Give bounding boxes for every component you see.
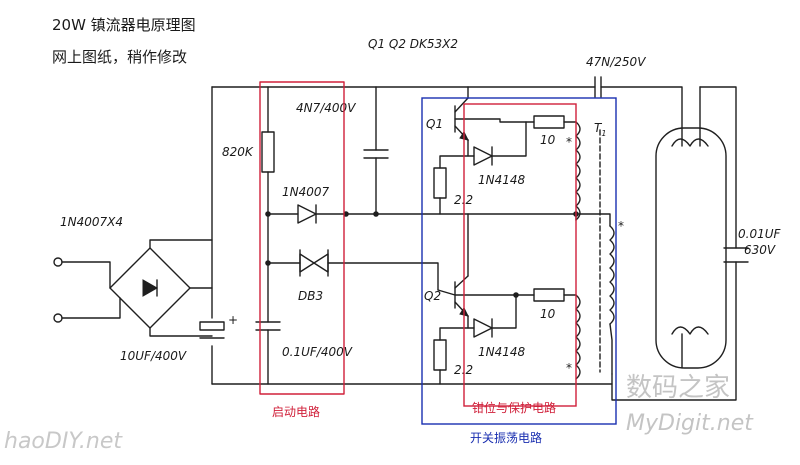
q1-base-wire bbox=[454, 118, 535, 123]
ac-input-2 bbox=[61, 297, 121, 319]
d4148-bot-wire-b bbox=[491, 294, 517, 329]
cap-001uf-label-1: 0.01UF bbox=[738, 227, 782, 241]
cap-01uf-label: 0.1UF/400V bbox=[282, 345, 353, 359]
resistor-10-bot bbox=[533, 288, 565, 302]
bridge-wire-top bbox=[149, 239, 213, 249]
d1n4007-label: 1N4007 bbox=[282, 185, 330, 199]
bottom-rail-right bbox=[611, 261, 737, 401]
resistor-22-bot bbox=[433, 339, 447, 371]
start-circuit-box bbox=[259, 81, 345, 395]
top-rail-right bbox=[600, 86, 683, 129]
d4148-top-label: 1N4148 bbox=[478, 173, 526, 187]
winding-primary bbox=[609, 225, 615, 325]
section-clamp-label: 钳位与保护电路 bbox=[472, 400, 556, 415]
resistor-22-top bbox=[433, 167, 447, 199]
bridge-wire-bottom bbox=[149, 327, 213, 337]
clamp-circuit-box bbox=[463, 103, 577, 407]
bridge-diode-icon bbox=[142, 279, 159, 297]
q2-label: Q2 bbox=[424, 289, 441, 303]
title-line-1: 20W 镇流器电原理图 bbox=[52, 16, 196, 34]
db3-diac-a bbox=[299, 253, 315, 273]
r10-bot-label: 10 bbox=[540, 307, 556, 321]
dot-mark-3: * bbox=[618, 219, 624, 233]
right-rail-top bbox=[699, 86, 737, 249]
bridge-label: 1N4007X4 bbox=[60, 215, 123, 229]
q2-emitter-wire bbox=[439, 315, 469, 341]
r820k-label: 820K bbox=[222, 145, 254, 159]
cap-4n7-label: 4N7/400V bbox=[296, 101, 356, 115]
diode-1n4148-top bbox=[473, 146, 493, 166]
q1-collector bbox=[454, 97, 469, 113]
db3-diac-b bbox=[313, 253, 329, 273]
tube-filament-top bbox=[671, 138, 709, 147]
cap-10uf-plus: + bbox=[228, 313, 238, 327]
ac-terminal-1 bbox=[53, 257, 63, 267]
oscillator-box bbox=[421, 97, 617, 425]
q2-trigger-wire bbox=[437, 289, 456, 296]
d4148-top-wire-b bbox=[491, 121, 527, 157]
cap-10uf-plate bbox=[199, 321, 225, 331]
d4148-bot-label: 1N4148 bbox=[478, 345, 526, 359]
t1-label: T1 bbox=[594, 121, 606, 138]
diode-1n4007 bbox=[297, 204, 317, 224]
q1-emitter-wire bbox=[439, 139, 469, 169]
q2-collector bbox=[454, 275, 469, 289]
watermark-left: haoDIY.net bbox=[4, 429, 123, 454]
q1-label: Q1 bbox=[426, 117, 443, 131]
title-line-2: 网上图纸，稍作修改 bbox=[52, 48, 187, 66]
diode-1n4148-bot bbox=[473, 318, 493, 338]
primary-wire-bottom bbox=[609, 323, 613, 375]
cap-10uf-label: 10UF/400V bbox=[120, 349, 187, 363]
section-start-label: 启动电路 bbox=[272, 404, 320, 419]
primary-wire-top bbox=[575, 213, 611, 227]
db3-wire-b bbox=[327, 262, 439, 291]
resistor-10-top bbox=[533, 115, 565, 129]
ac-input-1 bbox=[61, 261, 111, 289]
r10-top-label: 10 bbox=[540, 133, 556, 147]
watermark-right-en: MyDigit.net bbox=[626, 411, 754, 436]
dot-mark-1: * bbox=[566, 135, 572, 149]
db3-label: DB3 bbox=[298, 289, 323, 303]
winding-top bbox=[575, 121, 581, 221]
dot-mark-2: * bbox=[566, 361, 572, 375]
watermark-right-cn: 数码之家 bbox=[626, 373, 730, 403]
cap-47n-label: 47N/250V bbox=[586, 55, 646, 69]
section-osc-label: 开关振荡电路 bbox=[470, 430, 542, 445]
transistor-spec-label: Q1 Q2 DK53X2 bbox=[368, 37, 458, 51]
tube-filament-bottom bbox=[671, 326, 709, 335]
cap-001uf-label-2: 630V bbox=[744, 243, 776, 257]
resistor-820k bbox=[261, 131, 275, 173]
ac-terminal-2 bbox=[53, 313, 63, 323]
